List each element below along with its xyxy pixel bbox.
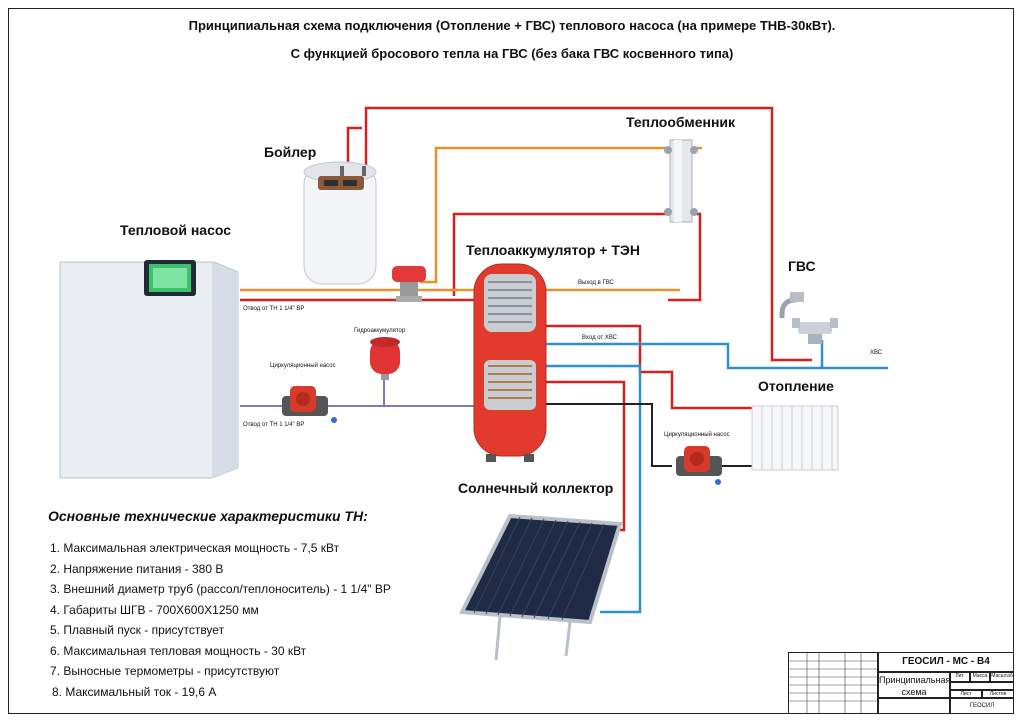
circulation-pump-right [676,446,722,485]
spec-item: 1. Максимальная электрическая мощность -… [50,541,340,555]
label-hp-outlet: Отвод от ТН 1 1/4" ВР [243,306,305,312]
drawing-frame [8,8,1014,714]
pipe-heating-return [540,403,672,467]
title-block-code: ГЕОСИЛ - МС - В4 [878,652,1014,672]
label-circ-pump-right: Циркуляционный насос [664,432,730,438]
title-block-lines [789,653,877,713]
hydroaccumulator-tank [370,337,400,380]
heat-pump-unit [59,260,239,479]
solar-collector [458,513,623,661]
pipe-acc-to-heating [540,324,752,410]
pipe-hvs-inlet [540,342,888,370]
title-block-sheet: Лист [950,690,982,698]
pipe-exchanger-right [668,212,702,302]
pipe-boiler-to-exchanger [364,106,812,362]
pipe-exchanger-bottom [452,212,668,296]
title-block-empty [950,682,1014,690]
spec-item: 8. Максимальный ток - 19,6 А [52,684,217,699]
title-block-col2: Масса [970,672,990,682]
title-block-col1: Лит. [950,672,970,682]
specs-list: 1. Максимальная электрическая мощность -… [50,538,391,702]
heat-exchanger [664,139,698,223]
label-circ-pump-left: Циркуляционный насос [270,363,336,369]
label-hp-inlet: Отвод от ТН 1 1/4" ВР [243,422,305,428]
spec-item: 3. Внешний диаметр труб (рассол/теплонос… [50,582,391,596]
diagram-subtitle: С функцией бросового тепла на ГВС (без б… [290,46,734,61]
label-hvs-inlet: Вход от ХВС [582,335,617,341]
title-block-grid [788,652,878,714]
diagram-title: Принципиальная схема подключения (Отопле… [188,18,836,33]
tap-faucet [779,292,838,344]
title-block-desc [878,698,950,714]
radiator [751,405,839,471]
label-heating: Отопление [758,378,834,394]
label-hvs: ХВС [870,350,883,356]
title-block-col3: Масштаб [990,672,1014,682]
pipe-boiler-return [346,126,362,178]
label-hydroaccumulator: Гидроаккумулятор [354,328,406,334]
spec-item: 4. Габариты ШГВ - 700Х600Х1250 мм [50,602,259,617]
accumulator-tank [473,263,547,462]
spec-item: 5. Плавный пуск - присутствует [50,623,225,637]
spec-item: 6. Максимальная тепловая мощность - 30 к… [50,643,307,658]
title-block-company: ГЕОСИЛ [950,698,1014,714]
spec-item: 2. Напряжение питания - 380 В [50,561,224,576]
label-accumulator: Теплоаккумулятор + ТЭН [466,242,640,258]
label-gvs-outlet: Выход в ГВС [578,280,614,286]
label-heat-exchanger: Теплообменник [626,114,736,130]
specs-title: Основные технические характеристики ТН: [48,508,368,524]
pipe-solar-cold [540,364,642,614]
title-block-name: Принципиальная схема [878,672,950,698]
three-way-valve [392,266,426,302]
label-hot-water: ГВС [788,258,816,274]
label-boiler: Бойлер [264,144,317,160]
circulation-pump-left [282,386,337,423]
label-solar-collector: Солнечный коллектор [458,480,614,496]
boiler-tank [303,161,377,285]
pipe-exchanger-to-valve [420,146,668,284]
label-heat-pump: Тепловой насос [120,222,232,238]
title-block-sheets: Листов [982,690,1014,698]
spec-item: 7. Выносные термометры - присутствуют [50,664,280,678]
